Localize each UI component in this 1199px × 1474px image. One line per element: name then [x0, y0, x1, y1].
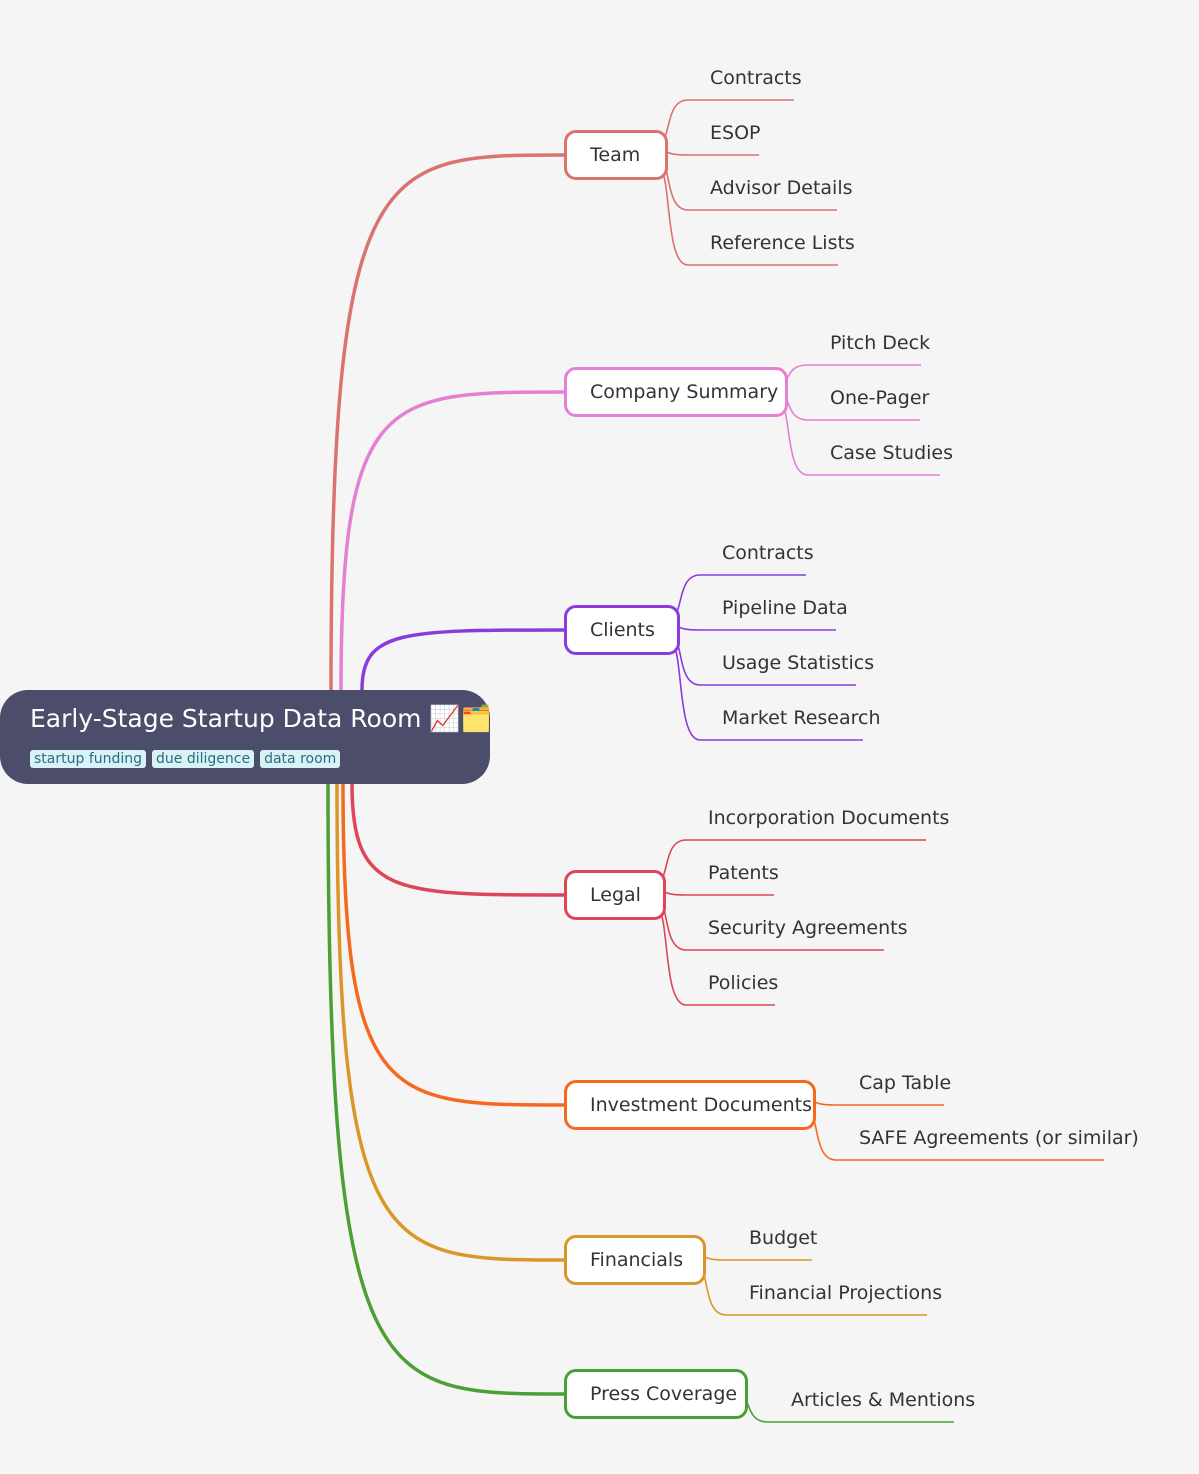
leaf-connector-clients-1	[669, 625, 836, 631]
leaf-connector-company-summary-0	[777, 364, 921, 385]
branch-label: Investment Documents	[590, 1094, 812, 1116]
branch-connector-team	[329, 153, 565, 691]
branch-label: Legal	[590, 884, 641, 906]
branch-connector-financials	[335, 783, 565, 1262]
leaf-node-financials-financial-projections[interactable]: Financial Projections	[749, 1282, 943, 1304]
leaf-node-company-summary-one-pager[interactable]: One-Pager	[830, 387, 930, 409]
leaf-node-legal-security-agreements[interactable]: Security Agreements	[708, 917, 908, 939]
branch-label: Financials	[590, 1249, 684, 1271]
leaf-node-legal-policies[interactable]: Policies	[708, 972, 779, 994]
branch-node-company-summary[interactable]: Company Summary	[564, 367, 788, 417]
branch-connector-legal	[350, 783, 565, 897]
branch-connector-investment-documents	[341, 783, 565, 1107]
leaf-node-team-esop[interactable]: ESOP	[710, 122, 761, 144]
branch-label: Clients	[590, 619, 655, 641]
leaf-node-legal-patents[interactable]: Patents	[708, 862, 779, 884]
leaf-node-team-contracts[interactable]: Contracts	[710, 67, 802, 89]
leaf-node-company-summary-pitch-deck[interactable]: Pitch Deck	[830, 332, 931, 354]
leaf-node-investment-documents-cap-table[interactable]: Cap Table	[859, 1072, 952, 1094]
leaf-node-company-summary-case-studies[interactable]: Case Studies	[830, 442, 954, 464]
leaf-connector-legal-0	[655, 839, 926, 884]
leaf-node-clients-contracts[interactable]: Contracts	[722, 542, 814, 564]
leaf-node-press-coverage-articles-mentions[interactable]: Articles & Mentions	[791, 1389, 976, 1411]
leaf-node-legal-incorporation-documents[interactable]: Incorporation Documents	[708, 807, 950, 829]
root-node[interactable]: Early-Stage Startup Data Room 📈🗂️ startu…	[0, 690, 492, 784]
branch-connector-clients	[360, 628, 565, 691]
tag-startup-funding[interactable]: startup funding	[30, 750, 147, 768]
branch-node-team[interactable]: Team	[564, 130, 668, 180]
branch-node-clients[interactable]: Clients	[564, 605, 680, 655]
root-title: Early-Stage Startup Data Room 📈🗂️	[30, 704, 492, 733]
branch-label: Company Summary	[590, 381, 779, 403]
branch-connector-company-summary	[339, 390, 565, 691]
leaf-node-clients-pipeline-data[interactable]: Pipeline Data	[722, 597, 848, 619]
tag-due-diligence[interactable]: due diligence	[152, 750, 255, 768]
branch-label: Team	[590, 144, 641, 166]
branch-connector-press-coverage	[326, 783, 565, 1396]
leaf-node-clients-usage-statistics[interactable]: Usage Statistics	[722, 652, 875, 674]
leaf-node-team-reference-lists[interactable]: Reference Lists	[710, 232, 855, 254]
leaf-connector-team-1	[657, 150, 759, 156]
leaf-node-investment-documents-safe-agreements-or-similar[interactable]: SAFE Agreements (or similar)	[859, 1127, 1139, 1149]
tag-data-room[interactable]: data room	[260, 750, 341, 768]
branch-node-press-coverage[interactable]: Press Coverage	[564, 1369, 748, 1419]
leaf-connector-financials-0	[695, 1255, 812, 1261]
leaf-connector-investment-documents-0	[805, 1100, 944, 1106]
leaf-connector-legal-1	[655, 890, 774, 896]
branch-label: Press Coverage	[590, 1383, 738, 1405]
branch-node-financials[interactable]: Financials	[564, 1235, 706, 1285]
branch-node-legal[interactable]: Legal	[564, 870, 666, 920]
leaf-node-clients-market-research[interactable]: Market Research	[722, 707, 881, 729]
branch-node-investment-documents[interactable]: Investment Documents	[564, 1080, 816, 1130]
leaf-node-team-advisor-details[interactable]: Advisor Details	[710, 177, 853, 199]
root-tags: startup funding due diligence data room	[30, 750, 341, 768]
leaf-node-financials-budget[interactable]: Budget	[749, 1227, 818, 1249]
